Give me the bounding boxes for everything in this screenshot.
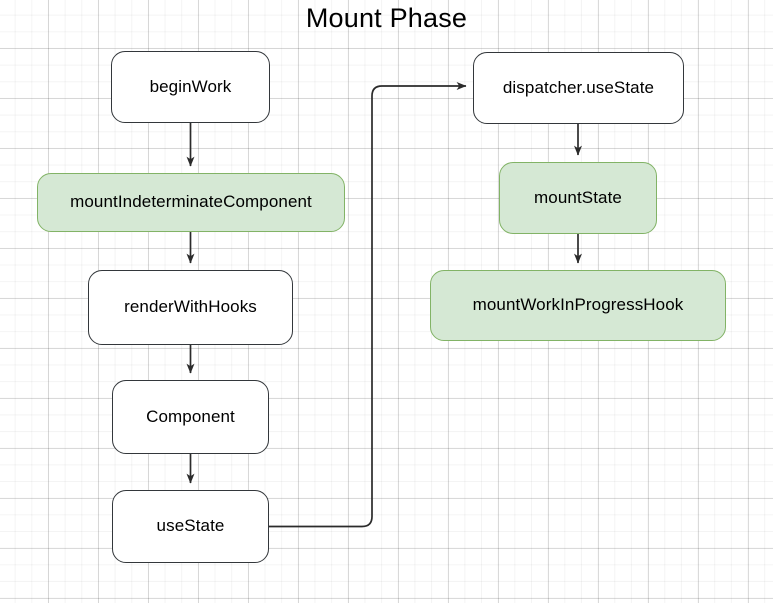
node-mountworkinprogresshook[interactable]: mountWorkInProgressHook: [430, 270, 726, 341]
node-label: beginWork: [149, 76, 232, 96]
diagram-title: Mount Phase: [305, 3, 468, 33]
node-label: Component: [146, 406, 235, 426]
node-label: dispatcher.useState: [502, 77, 655, 97]
node-beginwork[interactable]: beginWork: [111, 51, 270, 123]
node-label: mountWorkInProgressHook: [472, 295, 684, 315]
node-label: mountIndeterminateComponent: [70, 192, 312, 212]
node-mountstate[interactable]: mountState: [499, 162, 657, 234]
node-label: useState: [156, 516, 225, 536]
node-dispatcher-usestate[interactable]: dispatcher.useState: [473, 52, 684, 124]
node-component[interactable]: Component: [112, 380, 269, 454]
node-renderwithhooks[interactable]: renderWithHooks: [88, 270, 293, 345]
node-label: mountState: [534, 187, 622, 207]
node-mountindeterminatecomponent[interactable]: mountIndeterminateComponent: [37, 173, 345, 232]
node-usestate[interactable]: useState: [112, 490, 269, 563]
node-label: renderWithHooks: [124, 297, 257, 317]
